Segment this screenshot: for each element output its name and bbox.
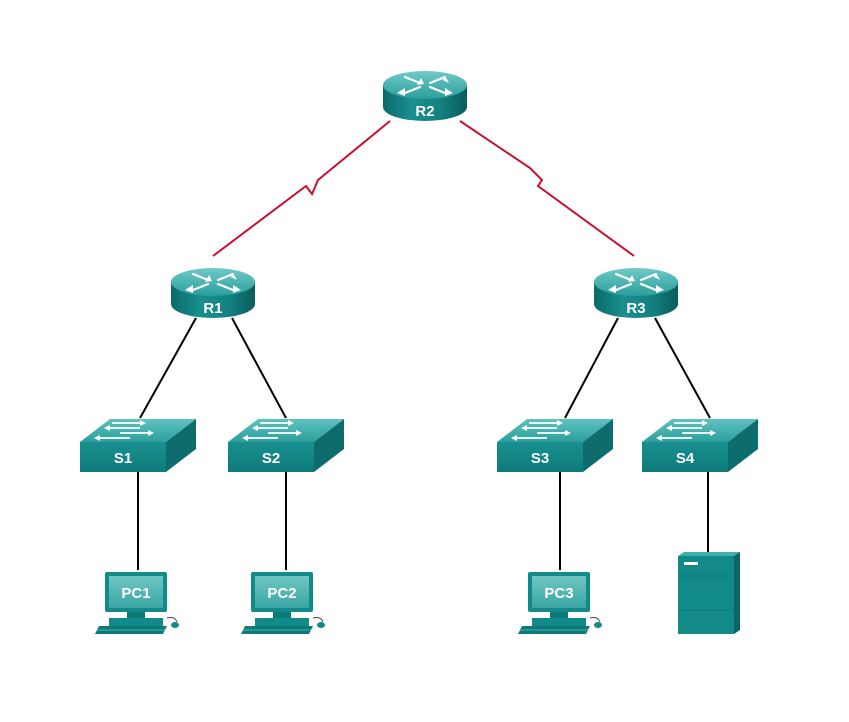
serial-links — [212, 120, 635, 257]
switch-s3[interactable]: S3 — [496, 418, 614, 473]
router-label: R3 — [626, 300, 645, 317]
server[interactable] — [678, 552, 740, 634]
switch-label: S1 — [114, 450, 132, 467]
link-r3-s4 — [654, 317, 711, 419]
pc-label: PC1 — [121, 585, 150, 602]
switch-s1[interactable]: S1 — [79, 418, 197, 473]
pc-label: PC2 — [267, 585, 296, 602]
ethernet-links — [137, 317, 711, 570]
pc-pc3[interactable]: PC3 — [517, 571, 603, 635]
link-r3-s3 — [564, 317, 619, 419]
switch-s2[interactable]: S2 — [227, 418, 345, 473]
switch-s4[interactable]: S4 — [641, 418, 759, 473]
switch-label: S4 — [676, 450, 695, 467]
link-r2-r1 — [212, 120, 391, 257]
link-r2-r3 — [459, 120, 635, 257]
router-label: R2 — [415, 103, 434, 120]
router-r2[interactable]: R2 — [381, 69, 469, 123]
pc-label: PC3 — [544, 585, 573, 602]
link-r1-s1 — [139, 317, 197, 419]
router-r3[interactable]: R3 — [592, 266, 680, 320]
router-label: R1 — [203, 300, 222, 317]
server-tower-icon — [678, 556, 734, 634]
pc-pc2[interactable]: PC2 — [240, 571, 326, 635]
router-r1[interactable]: R1 — [169, 266, 257, 320]
switch-label: S2 — [262, 450, 280, 467]
pc-pc1[interactable]: PC1 — [94, 571, 180, 635]
link-r1-s2 — [231, 317, 287, 419]
switch-label: S3 — [531, 450, 549, 467]
